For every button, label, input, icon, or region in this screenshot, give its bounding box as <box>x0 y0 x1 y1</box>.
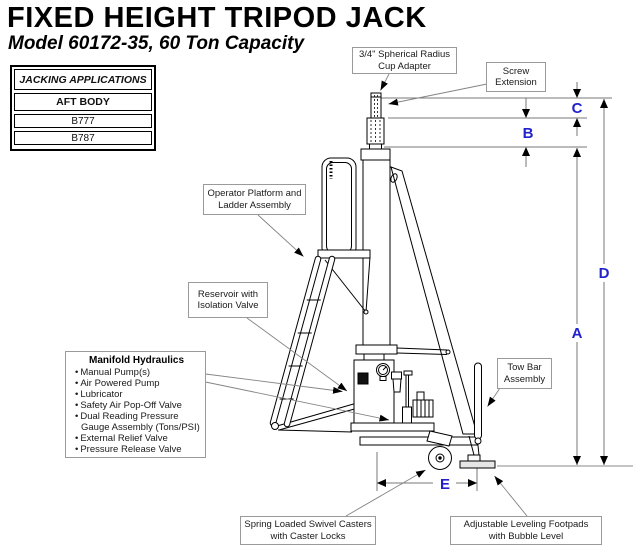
tow-bar-joint <box>474 437 482 445</box>
leader-tow-bar <box>487 387 501 407</box>
dimension-arrowheads <box>377 89 608 487</box>
table-header: JACKING APPLICATIONS <box>14 69 152 90</box>
leg-lug <box>390 173 398 183</box>
callout-operator-platform: Operator Platform and Ladder Assembly <box>203 184 306 215</box>
manifold-item: Safety Air Pop-Off Valve <box>72 400 201 411</box>
manifold-item: Lubricator <box>72 389 201 400</box>
column-flange <box>355 344 398 355</box>
caster-swivel <box>426 430 453 447</box>
manifold-item-list: Manual Pump(s) Air Powered Pump Lubricat… <box>72 367 201 455</box>
ladder-brace-lower <box>277 429 353 433</box>
tow-bar <box>474 362 482 440</box>
callout-footpads: Adjustable Leveling Footpads with Bubble… <box>450 516 602 545</box>
manifold-item: Air Powered Pump <box>72 378 201 389</box>
leader-screw-extension <box>388 83 488 106</box>
leader-manifold-1 <box>205 373 343 394</box>
callout-cup-adapter: 3/4" Spherical Radius Cup Adapter <box>352 47 457 74</box>
leader-lines <box>205 73 528 517</box>
dimension-label-b: B <box>523 125 534 142</box>
leader-footpads <box>494 475 528 517</box>
callout-casters: Spring Loaded Swivel Casters with Caster… <box>240 516 376 545</box>
tripod-leg-right <box>390 166 478 435</box>
leader-reservoir <box>246 317 348 392</box>
air-powered-pump <box>416 391 425 401</box>
lubricator <box>391 371 402 380</box>
page-subtitle: Model 60172-35, 60 Ton Capacity <box>8 33 305 54</box>
leader-casters <box>345 469 426 517</box>
ladder-rungs <box>279 299 321 400</box>
leader-operator-platform <box>257 214 304 257</box>
dimension-label-a: A <box>572 325 583 342</box>
leader-cup-adapter <box>380 73 390 91</box>
flange-arm <box>396 347 448 355</box>
jack-assembly <box>269 92 496 470</box>
base-beam <box>359 436 478 446</box>
manifold-item: Manual Pump(s) <box>72 367 201 378</box>
jacking-applications-table: JACKING APPLICATIONS AFT BODY B777 B787 <box>10 65 156 151</box>
lock-nut <box>369 143 382 150</box>
table-row: B787 <box>14 131 152 145</box>
table-row: AFT BODY <box>14 93 152 111</box>
manual-pump <box>403 370 413 376</box>
table-row: B777 <box>14 114 152 128</box>
dimension-label-c: C <box>572 100 583 117</box>
cylinder-cap <box>360 148 391 161</box>
callout-manifold-hydraulics: Manifold Hydraulics Manual Pump(s) Air P… <box>65 351 206 458</box>
dimension-label-e: E <box>440 476 450 493</box>
operator-platform <box>317 249 371 259</box>
page-title: FIXED HEIGHT TRIPOD JACK <box>7 2 427 34</box>
leveling-footpad <box>459 460 496 469</box>
callout-reservoir: Reservoir with Isolation Valve <box>188 282 268 318</box>
callout-screw-extension: Screw Extension <box>486 62 546 92</box>
label-plate <box>357 372 369 385</box>
ladder-foot-joint <box>271 422 279 430</box>
callout-tow-bar: Tow Bar Assembly <box>497 358 552 389</box>
handrail-loop <box>321 157 357 258</box>
base-plate <box>350 422 435 432</box>
dimension-lines <box>376 82 633 491</box>
manifold-item: External Relief Valve <box>72 433 201 444</box>
leader-manifold-2 <box>205 381 390 422</box>
dimension-label-d: D <box>599 265 610 282</box>
manifold-title: Manifold Hydraulics <box>88 355 184 366</box>
dimension-letters: C B A D E <box>433 100 612 493</box>
manifold-item: Pressure Release Valve <box>72 444 201 455</box>
manifold-item: Dual Reading Pressure Gauge Assembly (To… <box>72 411 201 433</box>
